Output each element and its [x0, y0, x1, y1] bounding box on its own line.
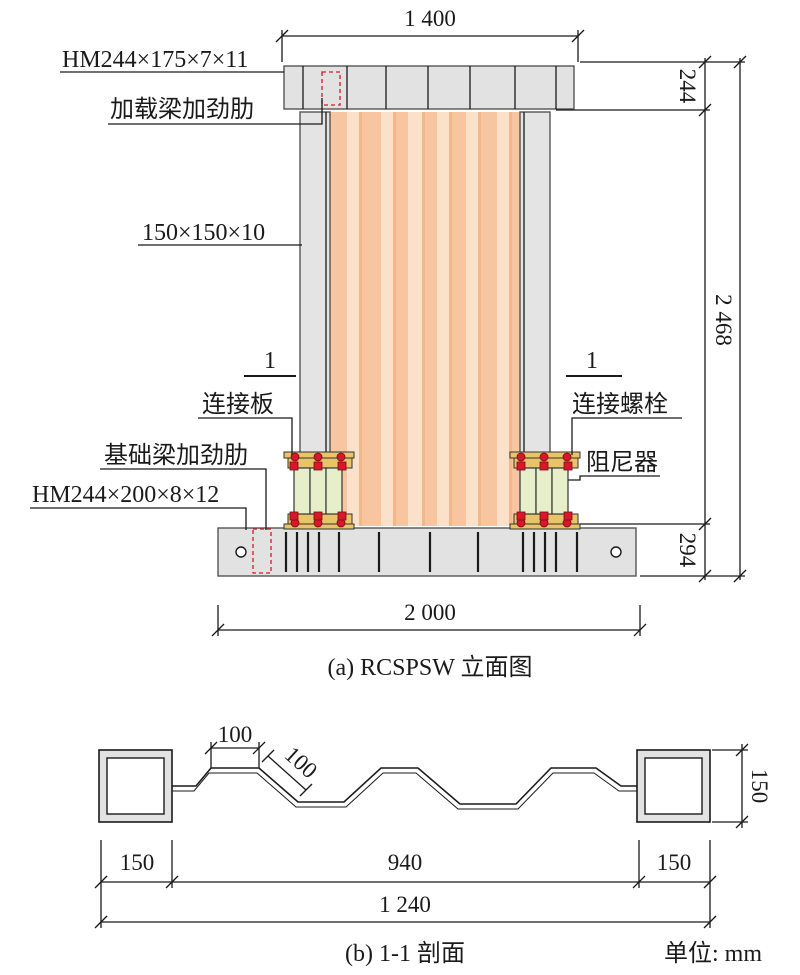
right-column [519, 111, 551, 459]
right-anchor-hole [610, 546, 622, 558]
dim-top-width: 1 400 [275, 6, 585, 62]
top-beam-stiffener-marker [321, 71, 341, 106]
dim-total-height-label: 2 468 [711, 294, 736, 346]
left-column [299, 111, 331, 459]
dim-base-width: 2 000 [211, 600, 647, 637]
dim-base-beam-height-label: 294 [675, 533, 700, 568]
label-connect-bolt: 连接螺栓 [572, 391, 668, 418]
dim-corrugation-incline-label: 100 [280, 742, 322, 784]
dim-column-size: 150 [712, 743, 772, 829]
leader-connect-bolt: 连接螺栓 [571, 391, 682, 455]
dim-left-label: 150 [120, 850, 155, 875]
section-mark-left: 1 [244, 348, 296, 377]
unit-label: 单位: mm [664, 940, 762, 967]
base-beam [217, 527, 637, 577]
dim-section-bottom: 150 940 150 1 240 [94, 840, 717, 929]
dim-middle-label: 940 [388, 850, 423, 875]
dim-top-beam-height-label: 244 [675, 69, 700, 104]
corrugated-wall [330, 112, 520, 526]
label-top-beam: HM244×175×7×11 [62, 47, 248, 73]
dim-base-width-label: 2 000 [404, 600, 456, 625]
label-section-left: 1 [264, 348, 276, 374]
label-section-right: 1 [586, 348, 598, 374]
left-anchor-hole [235, 546, 247, 558]
dim-corrugation-flat-label: 100 [218, 722, 253, 747]
dim-right-label: 150 [657, 850, 692, 875]
caption-section: (b) 1-1 剖面 [345, 940, 465, 967]
label-base-stiffener: 基础梁加劲肋 [104, 442, 248, 469]
leader-connect-plate: 连接板 [198, 391, 293, 455]
dim-column-size-label: 150 [747, 769, 772, 804]
dim-right-vertical: 244 2 468 294 [556, 55, 747, 583]
leader-damper: 阻尼器 [568, 450, 660, 481]
label-connect-plate: 连接板 [202, 391, 274, 418]
elevation-view: 1 400 244 2 468 294 2 000 [30, 6, 747, 681]
left-damper [283, 451, 355, 530]
label-column: 150×150×10 [142, 220, 265, 246]
label-damper: 阻尼器 [586, 450, 658, 476]
right-column-section [636, 749, 711, 823]
label-base-beam: HM244×200×8×12 [32, 482, 219, 508]
top-loading-beam [283, 65, 575, 110]
dim-corrugation-incline: 100 [261, 742, 322, 797]
base-beam-stiffener-marker [252, 528, 272, 574]
leader-column: 150×150×10 [138, 220, 302, 246]
section-mark-right: 1 [566, 348, 622, 377]
leader-base-stiffener: 基础梁加劲肋 [100, 442, 267, 530]
caption-elevation: (a) RCSPSW 立面图 [328, 654, 533, 681]
label-top-stiffener: 加载梁加劲肋 [110, 96, 254, 123]
corrugated-plate-profile [172, 767, 637, 805]
section-view: 100 100 150 150 [94, 722, 772, 967]
dim-top-width-label: 1 400 [404, 6, 456, 31]
dim-corrugation-flat: 100 [204, 722, 266, 768]
left-column-section [98, 749, 173, 823]
right-damper [509, 451, 581, 530]
leader-top-stiffener: 加载梁加劲肋 [108, 96, 323, 125]
leader-top-beam: HM244×175×7×11 [60, 47, 284, 73]
dim-total-label: 1 240 [379, 892, 431, 917]
leader-base-beam: HM244×200×8×12 [30, 482, 247, 530]
